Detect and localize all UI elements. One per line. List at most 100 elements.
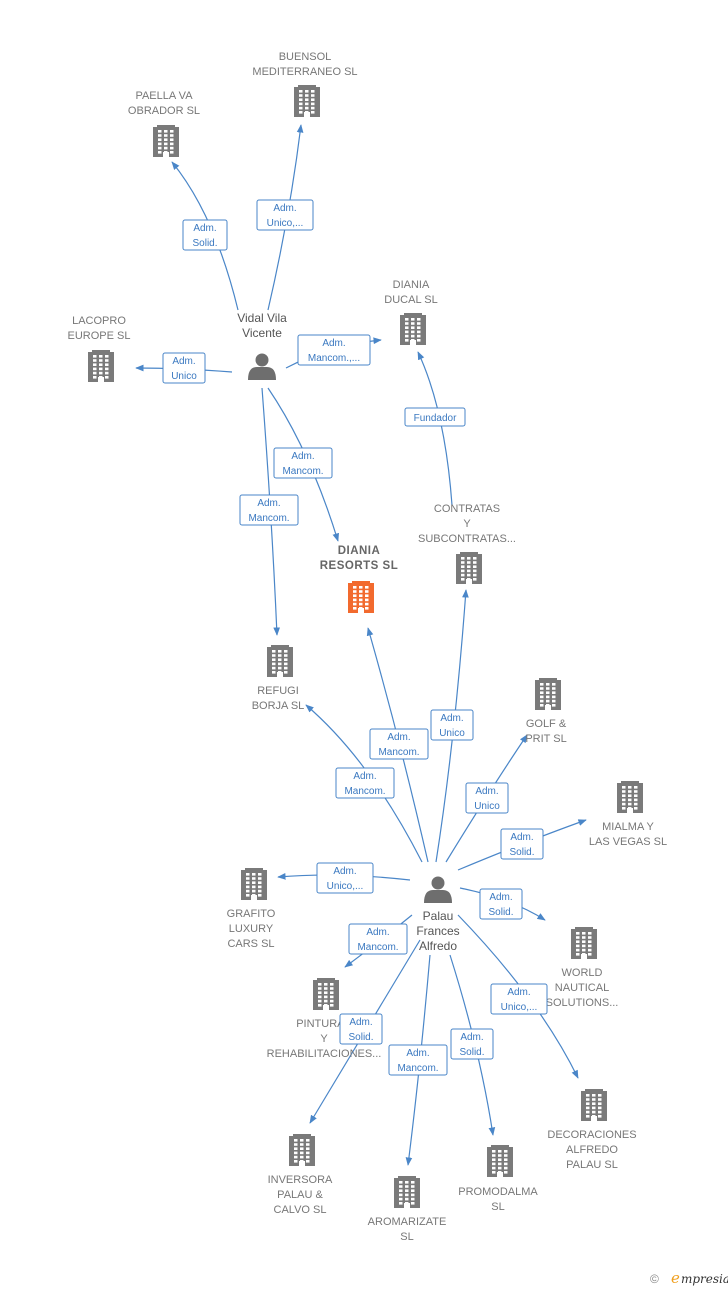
company-label: PINTURAS — [296, 1018, 352, 1030]
edge-label-box — [297, 334, 371, 366]
edge-label-palau-to-golf[interactable]: Adm.Unico — [465, 782, 509, 814]
company-node-golf[interactable]: GOLF &PRIT SL — [525, 678, 567, 745]
edge-label-palau-to-world[interactable]: Adm.Solid. — [479, 888, 523, 920]
edge-label-box — [479, 888, 523, 920]
edge-label-vidal-to-buensol[interactable]: Adm.Unico,... — [256, 199, 314, 231]
building-icon — [487, 1145, 513, 1177]
edge-label-contratas-to-ducal[interactable]: Fundador — [404, 407, 466, 427]
edge-label-vidal-to-resorts[interactable]: Adm.Mancom. — [273, 447, 333, 479]
person-label: Palau — [423, 909, 454, 923]
edge-label-box — [465, 782, 509, 814]
edge-label-palau-to-pinturas[interactable]: Adm. Mancom. — [348, 923, 408, 955]
company-label: OBRADOR SL — [128, 105, 200, 117]
edge-label-vidal-to-paella[interactable]: Adm. Solid. — [182, 219, 228, 251]
edge-label-text: Unico — [474, 801, 500, 812]
edge-label-palau-to-mialma[interactable]: Adm.Solid. — [500, 828, 544, 860]
edge-label-palau-to-resorts[interactable]: Adm. Mancom. — [369, 728, 429, 760]
company-label: NAUTICAL — [555, 982, 609, 994]
company-label: PAELLA VA — [135, 90, 193, 102]
building-icon — [88, 350, 114, 382]
company-label: Y — [463, 518, 471, 530]
company-label: PROMODALMA — [458, 1186, 538, 1198]
edge-label-palau-to-refugi[interactable]: Adm.Mancom. — [335, 767, 395, 799]
edge-label-box — [450, 1028, 494, 1060]
building-icon — [348, 581, 374, 613]
edge-label-palau-to-contratas[interactable]: Adm.Unico — [430, 709, 474, 741]
company-label: MIALMA Y — [602, 821, 654, 833]
company-label: EUROPE SL — [68, 330, 131, 342]
edge-label-palau-to-grafito[interactable]: Adm.Unico,... — [316, 862, 374, 894]
company-label: CALVO SL — [274, 1204, 327, 1216]
company-label: BUENSOL — [279, 51, 332, 63]
edge-label-palau-to-promodalma[interactable]: Adm.Solid. — [450, 1028, 494, 1060]
company-label: DIANIA — [338, 545, 381, 557]
company-node-world[interactable]: WORLDNAUTICALSOLUTIONS... — [546, 927, 619, 1009]
footer-brand[interactable]: © e mpresia — [650, 1269, 728, 1287]
company-label: GOLF & — [526, 718, 567, 730]
building-icon — [535, 678, 561, 710]
edge-label-box — [430, 709, 474, 741]
edge-label-palau-to-aromarizate[interactable]: Adm.Mancom. — [388, 1044, 448, 1076]
edge-label-box — [335, 767, 395, 799]
edge-label-text: Solid. — [192, 238, 217, 249]
edge-label-palau-to-inversora[interactable]: Adm.Solid. — [339, 1013, 383, 1045]
edge-label-vidal-to-lacopro[interactable]: Adm.Unico — [162, 352, 206, 384]
building-icon — [456, 552, 482, 584]
edge-label-text: Solid. — [348, 1032, 373, 1043]
edge-label-vidal-to-refugi[interactable]: Adm. Mancom. — [239, 494, 299, 526]
company-node-contratas[interactable]: CONTRATASYSUBCONTRATAS... — [418, 503, 516, 584]
company-node-resorts[interactable]: DIANIA RESORTS SL — [320, 545, 398, 613]
company-node-paella[interactable]: PAELLA VA OBRADOR SL — [128, 90, 200, 157]
edge-label-text: Adm. — [273, 203, 296, 214]
company-label: BORJA SL — [252, 700, 305, 712]
edge-label-text: Mancom. — [344, 786, 385, 797]
edge-label-palau-to-decoraciones[interactable]: Adm.Unico,... — [490, 983, 548, 1015]
person-icon — [424, 876, 452, 903]
edge-label-text: Adm. — [366, 927, 389, 938]
company-node-mialma[interactable]: MIALMA Y LAS VEGAS SL — [589, 781, 667, 848]
edge-label-box — [162, 352, 206, 384]
edge-label-text: Adm. — [257, 498, 280, 509]
company-label: SL — [400, 1231, 413, 1243]
edge-label-vidal-to-ducal[interactable]: Adm.Mancom.,... — [297, 334, 371, 366]
edge-label-text: Mancom. — [378, 747, 419, 758]
building-icon — [294, 85, 320, 117]
edge-labels-layer: Adm.Solid.Adm.Unico,...Adm.UnicoAdm.Manc… — [162, 199, 548, 1076]
company-label: ALFREDO — [566, 1144, 618, 1156]
building-icon — [241, 868, 267, 900]
edge-label-text: Mancom. — [248, 513, 289, 524]
company-label: INVERSORA — [268, 1174, 333, 1186]
company-label: RESORTS SL — [320, 560, 398, 572]
edge-label-text: Solid. — [459, 1047, 484, 1058]
person-label: Vicente — [242, 326, 282, 340]
company-label: CARS SL — [227, 938, 274, 950]
edge-label-box — [182, 219, 228, 251]
company-label: LAS VEGAS SL — [589, 836, 667, 848]
person-icon — [248, 353, 276, 380]
edge-label-text: Mancom. — [357, 942, 398, 953]
company-node-lacopro[interactable]: LACOPRO EUROPE SL — [68, 315, 131, 382]
edge-label-text: Adm. — [193, 223, 216, 234]
building-icon — [289, 1134, 315, 1166]
company-label: LACOPRO — [72, 315, 126, 327]
company-node-pinturas[interactable]: PINTURASYREHABILITACIONES... — [267, 978, 382, 1060]
edge-label-box — [490, 983, 548, 1015]
edge-label-text: Unico,... — [327, 881, 364, 892]
company-label: REHABILITACIONES... — [267, 1048, 382, 1060]
edge-label-text: Solid. — [488, 907, 513, 918]
edge-label-text: Mancom.,... — [308, 353, 360, 364]
edge-label-text: Adm. — [387, 732, 410, 743]
brand-name: mpresia — [681, 1272, 728, 1286]
building-icon — [313, 978, 339, 1010]
